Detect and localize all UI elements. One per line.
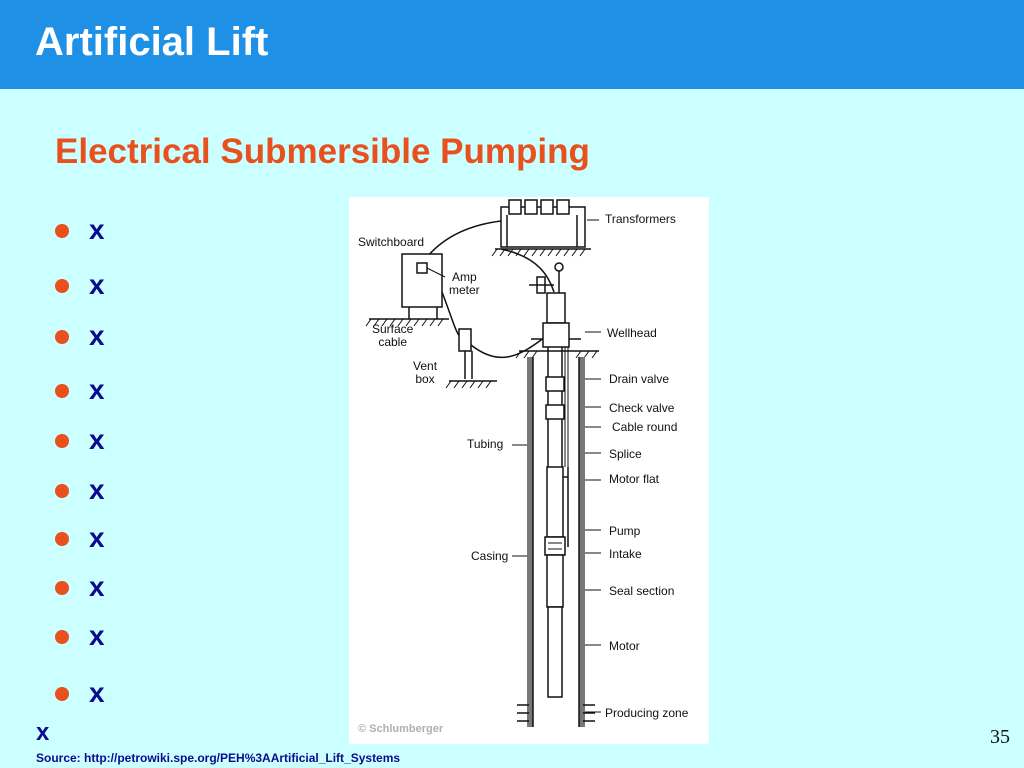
label-motor-flat: Motor flat — [609, 472, 660, 486]
bullet-text: x — [89, 424, 105, 455]
bullet-text: x — [89, 522, 105, 553]
bullet-dot-icon — [55, 279, 69, 293]
label-seal-section: Seal section — [609, 584, 675, 598]
page-number: 35 — [990, 726, 1010, 748]
label-amp-meter: Amp meter — [449, 271, 480, 297]
bullet-text: x — [89, 320, 105, 351]
bullet-dot-icon — [55, 581, 69, 595]
label-surface-cable: Surface cable — [372, 323, 413, 349]
label-cable-round: Cable round — [612, 420, 678, 434]
esp-well-diagram: Transformers Switchboard Amp meter Surfa… — [349, 197, 709, 744]
footer-x: x — [36, 719, 50, 746]
esp-well-drawing — [365, 199, 601, 727]
switchboard-drawing — [365, 253, 449, 327]
label-casing: Casing — [471, 549, 509, 563]
bullet-list: x x x x x x x x x x — [55, 0, 155, 720]
bullet-dot-icon — [55, 532, 69, 546]
bullet-text: x — [89, 374, 105, 405]
label-leaders — [512, 331, 601, 713]
transformers-drawing — [491, 199, 599, 257]
label-intake: Intake — [609, 547, 642, 561]
label-splice: Splice — [609, 447, 642, 461]
slide-title: Artificial Lift — [35, 20, 269, 64]
label-amp-meter-line1: Amp — [452, 270, 477, 284]
bullet-text: x — [89, 269, 105, 300]
label-vent-box-line2: box — [415, 372, 435, 386]
label-pump: Pump — [609, 524, 641, 538]
schlumberger-watermark: © Schlumberger — [358, 723, 444, 735]
label-check-valve: Check valve — [609, 401, 675, 415]
vent-box-drawing — [445, 328, 497, 389]
label-producing-zone: Producing zone — [605, 706, 689, 720]
label-vent-box: Vent box — [413, 360, 437, 386]
bullet-dot-icon — [55, 484, 69, 498]
label-drain-valve: Drain valve — [609, 372, 670, 386]
bullet-dot-icon — [55, 630, 69, 644]
bullet-dot-icon — [55, 687, 69, 701]
slide-subtitle: Electrical Submersible Pumping — [55, 132, 590, 171]
bullet-text: x — [89, 677, 105, 708]
bullet-dot-icon — [55, 384, 69, 398]
bullet-text: x — [89, 474, 105, 505]
label-vent-box-line1: Vent — [413, 359, 438, 373]
label-wellhead: Wellhead — [607, 326, 657, 340]
label-surface-cable-line2: cable — [378, 335, 408, 349]
bullet-dot-icon — [55, 434, 69, 448]
bullet-dot-icon — [55, 330, 69, 344]
bullet-dot-icon — [55, 224, 69, 238]
bullet-text: x — [89, 214, 105, 245]
label-switchboard: Switchboard — [358, 235, 425, 249]
wellhead-drawing — [529, 262, 581, 348]
source-citation: Source: http://petrowiki.spe.org/PEH%3AA… — [36, 751, 401, 765]
title-bar: Artificial Lift — [0, 0, 1024, 89]
label-surface-cable-line1: Surface — [372, 322, 414, 336]
label-transformers: Transformers — [605, 212, 676, 226]
label-tubing: Tubing — [467, 437, 504, 451]
bullet-text: x — [89, 620, 105, 651]
bullet-text: x — [89, 571, 105, 602]
label-motor: Motor — [609, 639, 640, 653]
label-amp-meter-line2: meter — [449, 283, 480, 297]
